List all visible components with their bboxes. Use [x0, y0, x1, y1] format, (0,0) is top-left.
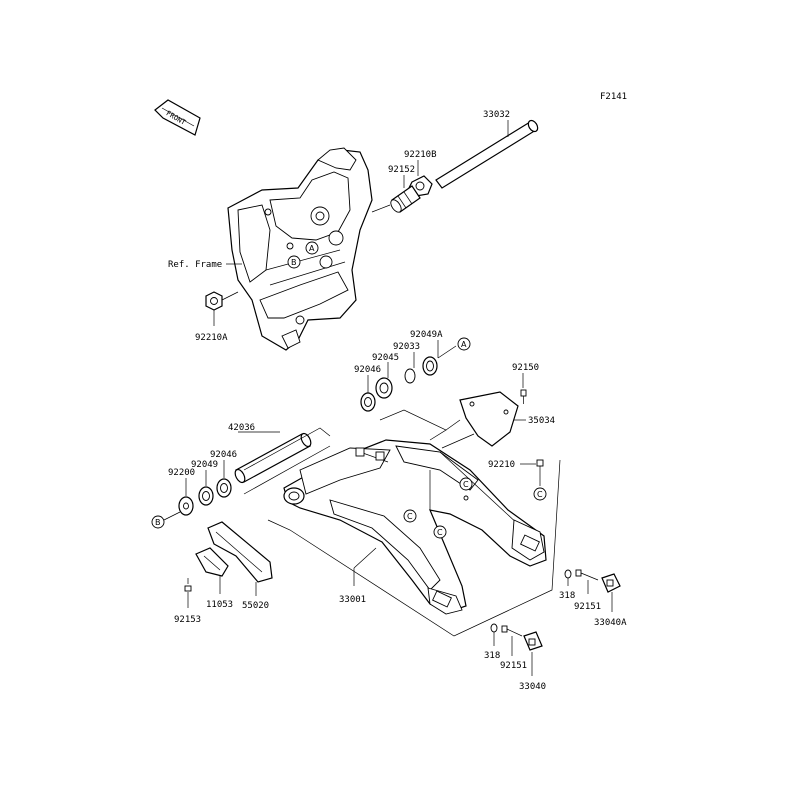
frame-drawing	[227, 147, 373, 351]
front-arrow-icon: FRONT	[154, 99, 201, 136]
label-33001: 33001	[339, 595, 366, 605]
guard-35034	[459, 391, 519, 447]
bolt-92151-lower	[501, 625, 523, 637]
bolt-92151-upper	[575, 569, 599, 581]
label-92200: 92200	[168, 468, 195, 478]
label-35034: 35034	[528, 416, 555, 426]
callout-a-frame: A	[305, 241, 319, 255]
svg-text:A: A	[309, 244, 315, 253]
callout-c-bolt: C	[533, 487, 547, 501]
label-318-upper: 318	[559, 591, 575, 601]
label-92152: 92152	[388, 165, 415, 175]
callout-b-frame: B	[287, 255, 301, 269]
bolt-92153	[184, 578, 192, 592]
label-33032: 33032	[483, 110, 510, 120]
seal-92049A	[422, 356, 438, 376]
label-92150: 92150	[512, 363, 539, 373]
nut-92210A	[205, 291, 223, 311]
label-42036: 42036	[228, 423, 255, 433]
label-92046-left: 92046	[210, 450, 237, 460]
bolt-92210	[536, 459, 544, 486]
svg-text:C: C	[437, 528, 443, 537]
label-92210B: 92210B	[404, 150, 437, 160]
callout-c-arm-3: C	[459, 477, 473, 491]
circlip-92033	[404, 368, 416, 384]
callout-c-arm-2: C	[433, 525, 447, 539]
seal-92049	[198, 486, 214, 506]
label-ref-frame: Ref. Frame	[168, 260, 222, 270]
label-92033: 92033	[393, 342, 420, 352]
bearing-92046-left	[216, 478, 232, 498]
figure-code: F2141	[600, 92, 627, 102]
adjuster-block-33040	[523, 631, 543, 651]
callout-c-arm-1: C	[403, 509, 417, 523]
label-33040: 33040	[519, 682, 546, 692]
label-92151-lower: 92151	[500, 661, 527, 671]
washer-92200	[178, 496, 194, 516]
svg-text:C: C	[407, 512, 413, 521]
label-92151-upper: 92151	[574, 602, 601, 612]
swingarm-33001	[283, 439, 547, 615]
chain-guide-55020	[207, 521, 273, 583]
label-92210: 92210	[488, 460, 515, 470]
bolt-92150	[520, 389, 527, 404]
callout-a-bearing: A	[457, 337, 471, 351]
washer-318-lower	[490, 623, 498, 633]
adjuster-block-33040A	[601, 573, 621, 593]
label-318-lower: 318	[484, 651, 500, 661]
svg-text:A: A	[461, 340, 467, 349]
collar-92152	[390, 185, 421, 213]
label-92049: 92049	[191, 460, 218, 470]
label-33040A: 33040A	[594, 618, 627, 628]
bearing-92045	[375, 377, 393, 399]
label-92046-right: 92046	[354, 365, 381, 375]
label-92045: 92045	[372, 353, 399, 363]
svg-text:C: C	[463, 480, 469, 489]
label-92153: 92153	[174, 615, 201, 625]
label-55020: 55020	[242, 601, 269, 611]
washer-318-upper	[564, 569, 572, 579]
svg-text:C: C	[537, 490, 543, 499]
sleeve-42036	[234, 432, 312, 484]
svg-text:B: B	[155, 518, 161, 527]
pivot-shaft-33032	[435, 119, 539, 189]
label-92049A: 92049A	[410, 330, 443, 340]
label-11053: 11053	[206, 600, 233, 610]
label-92210A: 92210A	[195, 333, 228, 343]
callout-b-washer: B	[151, 515, 165, 529]
bearing-92046-right	[360, 392, 376, 412]
bracket-11053	[195, 547, 229, 577]
svg-text:B: B	[291, 258, 297, 267]
